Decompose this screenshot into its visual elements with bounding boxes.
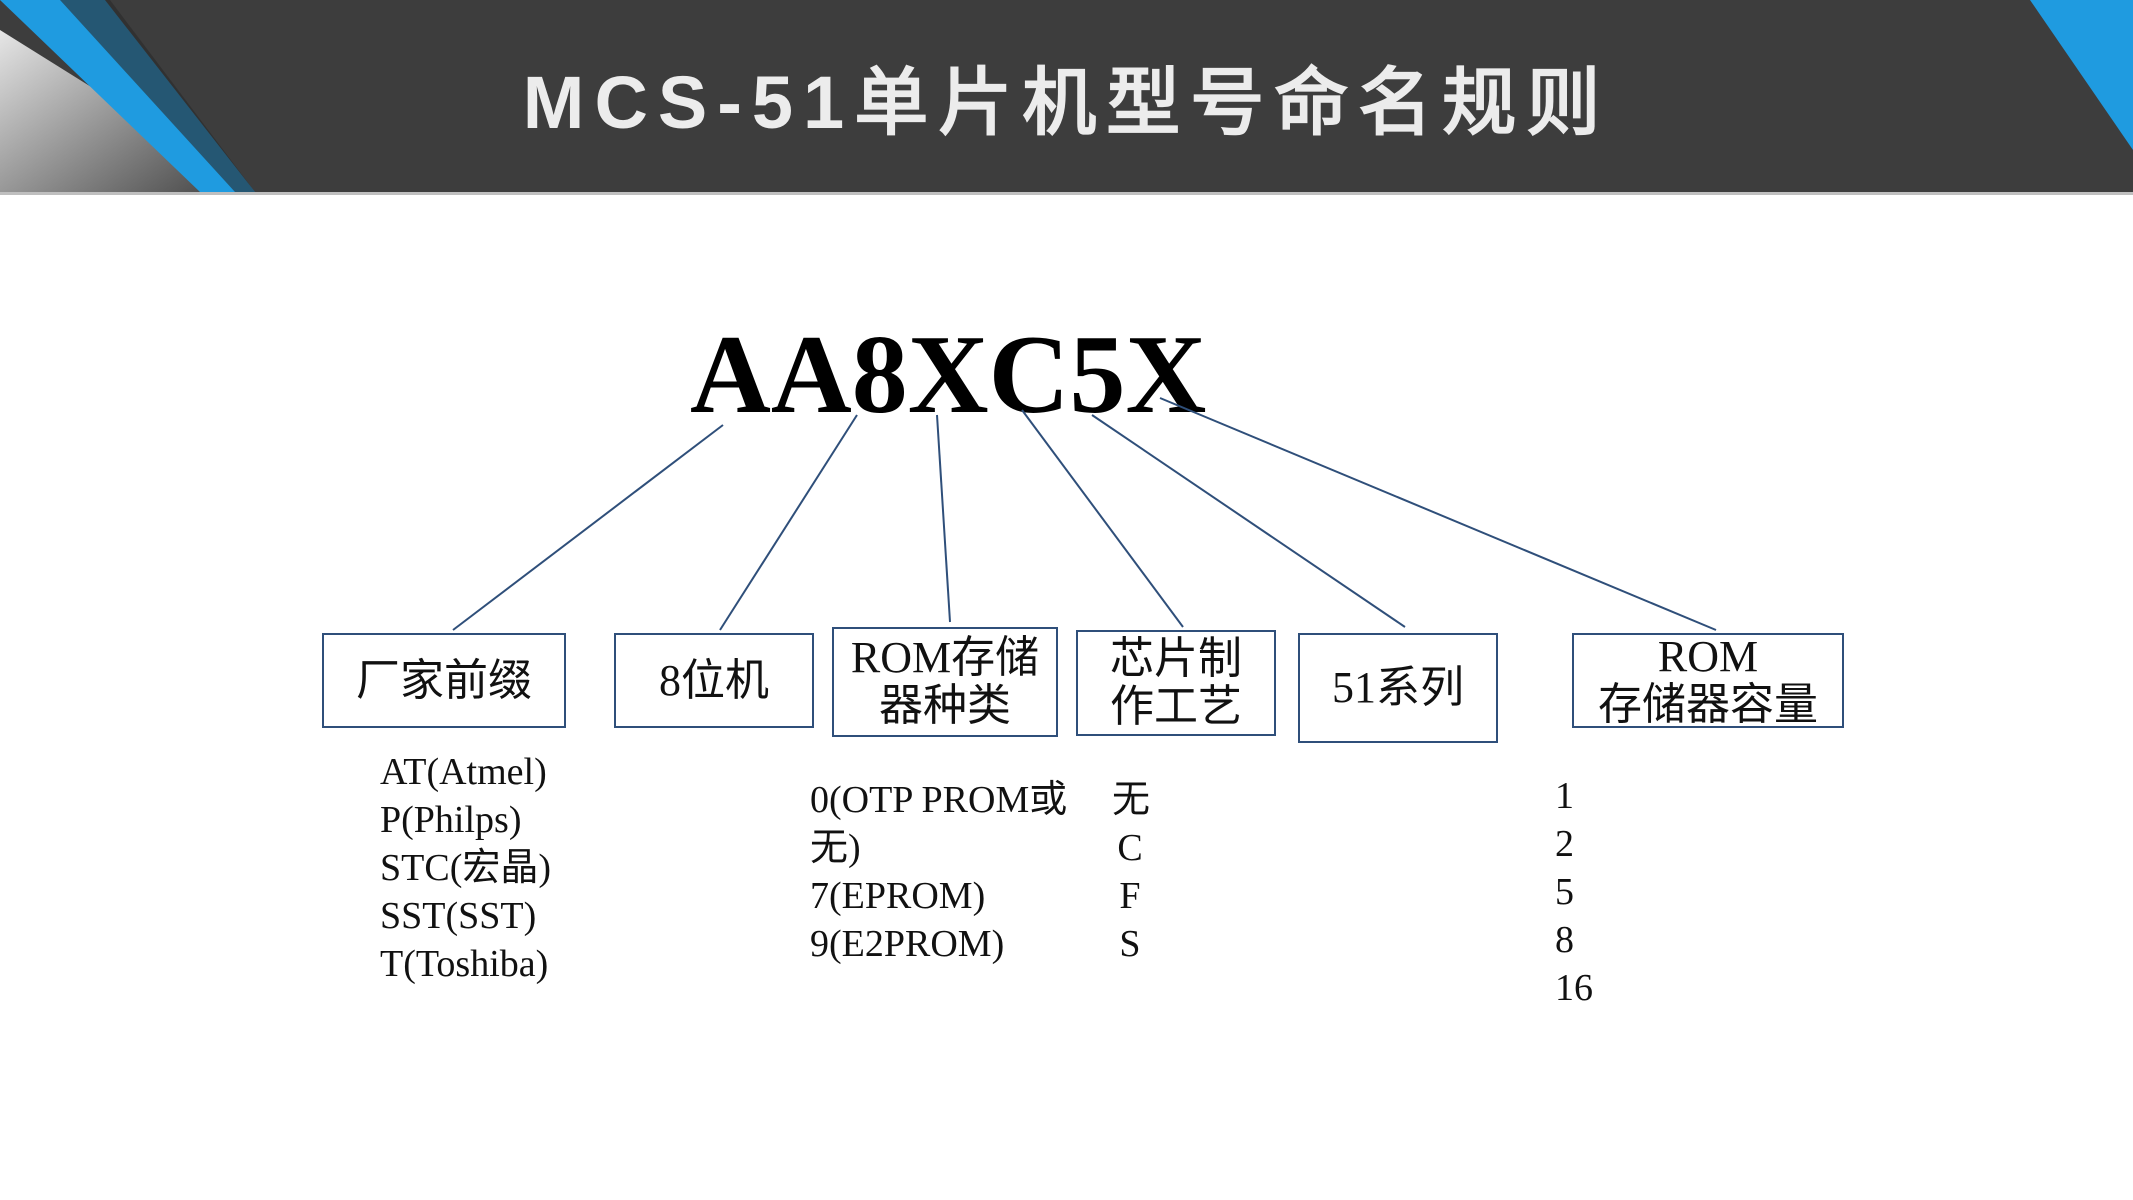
list-item: 0(OTP PROM或 — [810, 776, 1067, 824]
list-item: AT(Atmel) — [380, 748, 551, 796]
list-item: S — [1112, 920, 1148, 968]
box-label: 芯片制 作工艺 — [1110, 635, 1242, 731]
list-item: 1 — [1555, 772, 1593, 820]
connector-line-process — [1022, 410, 1183, 627]
list-item: T(Toshiba) — [380, 940, 551, 988]
box-rom-type: ROM存储 器种类 — [832, 627, 1058, 737]
list-item: 8 — [1555, 916, 1593, 964]
rom-size-list: 1 2 5 8 16 — [1555, 772, 1593, 1012]
page-title: MCS-51单片机型号命名规则 — [0, 0, 2133, 192]
list-item: SST(SST) — [380, 892, 551, 940]
connector-line-8bit — [720, 415, 857, 630]
box-label: 厂家前缀 — [356, 657, 532, 705]
box-rom-size: ROM 存储器容量 — [1572, 633, 1844, 728]
box-label: ROM存储 器种类 — [851, 634, 1039, 730]
connector-line-series — [1092, 415, 1405, 627]
list-item: P(Philps) — [380, 796, 551, 844]
box-label: 51系列 — [1332, 664, 1464, 712]
box-8bit: 8位机 — [614, 633, 814, 728]
header-divider — [0, 192, 2133, 195]
list-item: 9(E2PROM) — [810, 920, 1067, 968]
box-label: ROM 存储器容量 — [1598, 633, 1818, 729]
list-item: 7(EPROM) — [810, 872, 1067, 920]
connector-line-prefix — [453, 425, 723, 630]
list-item: STC(宏晶) — [380, 844, 551, 892]
list-item: C — [1112, 824, 1148, 872]
list-item: F — [1112, 872, 1148, 920]
list-item: 16 — [1555, 964, 1593, 1012]
connector-line-rom-type — [937, 415, 950, 622]
box-51-series: 51系列 — [1298, 633, 1498, 743]
model-code: AA8XC5X — [690, 315, 1190, 435]
rom-type-list: 0(OTP PROM或 无) 7(EPROM) 9(E2PROM) — [810, 776, 1067, 968]
process-list: 无 C F S — [1112, 776, 1148, 968]
header-banner: MCS-51单片机型号命名规则 — [0, 0, 2133, 192]
list-item: 无) — [810, 824, 1067, 872]
connector-line-rom-size — [1160, 398, 1716, 630]
box-label: 8位机 — [659, 657, 769, 705]
box-manufacturer-prefix: 厂家前缀 — [322, 633, 566, 728]
list-item: 5 — [1555, 868, 1593, 916]
list-item: 2 — [1555, 820, 1593, 868]
manufacturer-list: AT(Atmel) P(Philps) STC(宏晶) SST(SST) T(T… — [380, 748, 551, 988]
box-process: 芯片制 作工艺 — [1076, 630, 1276, 736]
list-item: 无 — [1112, 776, 1148, 824]
